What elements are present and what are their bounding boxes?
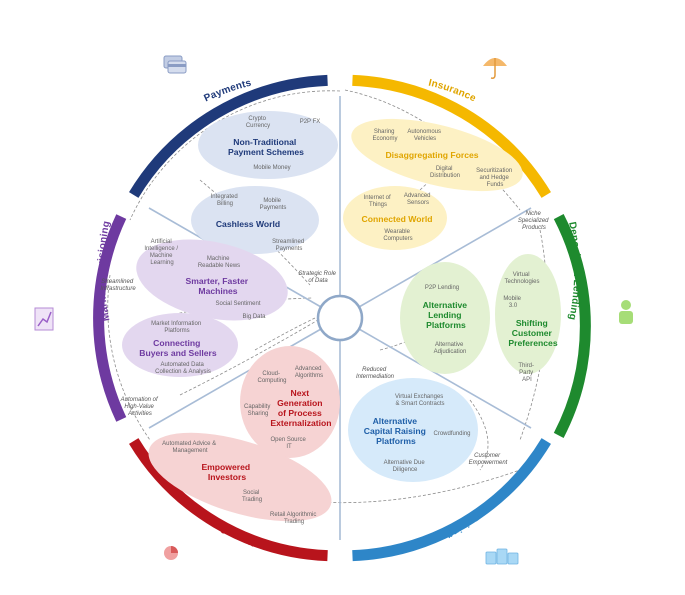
- annotation-strategic-role-of-data: Strategic Role of Data: [298, 271, 337, 284]
- cluster-bubble: [351, 118, 523, 192]
- cluster-bubble: [343, 186, 447, 250]
- item-integrated-billing: Integrated Billing: [211, 194, 240, 207]
- cluster-title: Smarter, Faster Machines: [186, 276, 251, 296]
- cluster-title: Alternative Capital Raising Platforms: [364, 416, 428, 446]
- flow-line: [469, 399, 489, 471]
- item-retail-algorithmic-trading: Retail Algorithmic Trading: [270, 512, 318, 525]
- ring-segment-market-provisioning: [93, 214, 127, 422]
- item-open-source-it: Open Source IT: [270, 437, 307, 450]
- item-third-party-api: Third- Party API: [518, 363, 535, 383]
- cluster-title: Shifting Customer Preferences: [508, 318, 557, 348]
- item-cloud-computing: Cloud- Computing: [257, 371, 286, 384]
- item-big-data: Big Data: [242, 314, 266, 320]
- cluster-smarter-faster-machines: Artificial Intelligence / Machine Learni…: [136, 239, 288, 321]
- item-streamlined-payments: Streamlined Payments: [272, 239, 306, 252]
- item-crypto-currency: Crypto Currency: [246, 116, 270, 129]
- item-advanced-algorithms: Advanced Algorithms: [295, 366, 323, 379]
- segment-label-capital-raising: Capital Raising: [444, 485, 510, 541]
- item-wearable-computers: Wearable Computers: [383, 229, 412, 242]
- bar-chart-icon: [34, 307, 54, 331]
- center-hub: [316, 294, 364, 342]
- cluster-bubble: [198, 111, 338, 179]
- ring-segment-deposits-lending: [553, 214, 591, 438]
- cluster-bubble: [495, 254, 561, 374]
- item-virtual-technologies: Virtual Technologies: [504, 272, 539, 285]
- cluster-alternative-lending: P2P Lending Alternative Lending Platform…: [400, 262, 490, 374]
- cluster-title: Next Generation of Process Externalizati…: [270, 388, 331, 428]
- item-ai-machine-learning: Artificial Intelligence / Machine Learni…: [144, 239, 179, 266]
- item-p2p-lending: P2P Lending: [425, 285, 459, 291]
- item-capability-sharing: Capability Sharing: [244, 404, 272, 417]
- item-automated-data-collection: Automated Data Collection & Analysis: [155, 362, 211, 375]
- annotation-customer-empowerment: Customer Empowerment: [469, 453, 508, 466]
- cluster-bubble: [240, 346, 340, 458]
- item-machine-readable-news: Machine Readable News: [198, 256, 240, 269]
- person-icon: [619, 300, 633, 324]
- credit-card-icon: [163, 55, 187, 74]
- item-automated-advice: Automated Advice & Management: [162, 441, 218, 454]
- item-alternative-due-diligence: Alternative Due Diligence: [384, 460, 427, 473]
- item-sharing-economy: Sharing Economy: [372, 129, 397, 142]
- cluster-bubble: [348, 378, 478, 482]
- item-crowdfunding: Crowdfunding: [433, 431, 470, 437]
- item-social-trading: Social Trading: [242, 490, 262, 503]
- cluster-bubble: [400, 262, 490, 374]
- cluster-title: Alternative Lending Platforms: [423, 300, 470, 330]
- cluster-connected-world: Internet of Things Advanced Sensors Conn…: [343, 186, 447, 250]
- cluster-shifting-preferences: Virtual Technologies Mobile 3.0 Shifting…: [495, 254, 561, 383]
- flow-line: [107, 274, 151, 441]
- item-advanced-sensors: Advanced Sensors: [404, 193, 432, 206]
- item-autonomous-vehicles: Autonomous Vehicles: [407, 129, 442, 142]
- item-alternative-adjudication: Alternative Adjudication: [434, 342, 467, 355]
- flow-line: [254, 317, 316, 351]
- item-securitization-hedge-funds: Securitization and Hedge Funds: [476, 168, 514, 188]
- cluster-title: Connecting Buyers and Sellers: [139, 338, 217, 358]
- segment-label-deposits-lending: Deposits & Lending: [566, 221, 582, 321]
- item-market-information-platforms: Market Information Platforms: [151, 321, 203, 334]
- umbrella-icon: [483, 58, 507, 79]
- ring-segment-insurance: [352, 74, 551, 198]
- item-p2p-fx: P2P FX: [300, 119, 321, 125]
- item-mobile-money: Mobile Money: [253, 165, 290, 171]
- cluster-title: Connected World: [362, 214, 433, 224]
- cluster-title: Cashless World: [216, 219, 280, 229]
- cluster-non-traditional-payment: Crypto Currency P2P FX Non-Traditional P…: [198, 111, 338, 179]
- annotation-automation-high-value: Automation of High-Value Activities: [120, 397, 160, 417]
- cluster-bubble: [191, 186, 319, 254]
- item-mobile-3: Mobile 3.0: [503, 296, 522, 309]
- item-digital-distribution: Digital Distribution: [430, 166, 460, 179]
- divider-line: [148, 328, 322, 429]
- ring-segment-investment-management: [129, 438, 328, 562]
- item-mobile-payments: Mobile Payments: [260, 198, 287, 211]
- cluster-bubble: [122, 313, 238, 377]
- cluster-next-generation: Cloud- Computing Advanced Algorithms Nex…: [240, 346, 340, 458]
- cluster-cashless-world: Integrated Billing Mobile Payments Cashl…: [191, 186, 319, 254]
- annotation-niche-specialized-products: Niche Specialized Products: [518, 211, 550, 231]
- item-internet-of-things: Internet of Things: [364, 195, 393, 208]
- pie-chart-icon: [164, 546, 178, 560]
- annotation-reduced-intermediation: Reduced Intermediation: [356, 367, 395, 380]
- money-stack-icon: [485, 548, 519, 565]
- cluster-alt-capital-raising: Virtual Exchanges & Smart Contracts Alte…: [348, 378, 478, 482]
- item-virtual-exchanges: Virtual Exchanges & Smart Contracts: [395, 394, 445, 407]
- divider-line: [358, 328, 532, 429]
- segment-label-market-provisioning: Market Provisioning: [96, 220, 112, 322]
- ring-segment-capital-raising: [352, 438, 551, 562]
- ring-segment-payments: [129, 74, 328, 198]
- cluster-disaggregating-forces: Sharing Economy Autonomous Vehicles Disa…: [351, 118, 523, 192]
- cluster-title: Empowered Investors: [201, 462, 252, 482]
- cluster-bubble: [148, 432, 332, 522]
- annotation-streamlined-infrastructure: Streamlined Infrastructure: [100, 279, 136, 292]
- outer-ring: [93, 74, 591, 562]
- cluster-title: Disaggregating Forces: [385, 150, 478, 160]
- divider-line: [358, 207, 532, 308]
- cluster-bubble: [136, 239, 288, 321]
- cluster-connecting-buyers-sellers: Market Information Platforms Connecting …: [122, 313, 238, 377]
- cluster-empowered-investors: Automated Advice & Management Empowered …: [148, 432, 332, 525]
- cluster-title: Non-Traditional Payment Schemes: [228, 137, 304, 157]
- item-social-sentiment: Social Sentiment: [215, 301, 260, 307]
